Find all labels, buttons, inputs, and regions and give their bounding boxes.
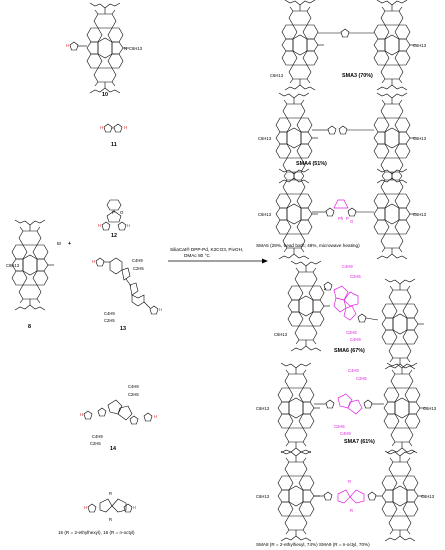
c4h9-sma6a: C4H9 (342, 264, 353, 269)
c6h13-sma8b: C6H13 (421, 494, 435, 499)
compound-15-16-label: 15 (R = 2-ethylhexyl), 16 (R = n-octyl) (58, 530, 135, 535)
o-atom-sma5: O (350, 219, 354, 224)
br-atom-8: Br (57, 241, 62, 246)
c2h5-13b: C2H5 (104, 318, 115, 323)
c4h9-14a: C4H9 (128, 384, 139, 389)
ph-atom-sma5: Ph (338, 216, 344, 221)
c6h13-sma4b: C6H13 (413, 136, 427, 141)
plus-sign: + (68, 241, 71, 247)
compound-11-structure (103, 123, 123, 133)
sma3-structure (281, 0, 417, 91)
conditions-line-2: DMAc 80 °C (184, 253, 210, 258)
c6h13-sma3a: C6H13 (270, 73, 284, 78)
c6h13-sma5b: C6H13 (413, 212, 427, 217)
h-atom-11a: H (100, 125, 103, 130)
h-atom-13b: H (159, 307, 162, 312)
h-atom-10: H (66, 43, 69, 48)
sma5-structure (275, 168, 417, 260)
r-atom-15b: R (109, 517, 112, 522)
c4h9-sma6b: C4H9 (350, 337, 361, 342)
h-atom-14b: H (154, 414, 157, 419)
compound-14-label: 14 (110, 446, 116, 452)
sma5-label: SMA5 (28%, bead bath; 49%, microwave hea… (256, 243, 360, 248)
c2h5-sma6b: C2H5 (346, 330, 357, 335)
h-atom-15a: H (84, 505, 87, 510)
h-atom-15b: H (133, 505, 136, 510)
compound-13-label: 13 (120, 326, 126, 332)
compound-8-label: 8 (28, 324, 31, 330)
h-atom-11b: H (124, 125, 127, 130)
c2h5-13a: C2H5 (133, 266, 144, 271)
c2h5-sma7a: C2H5 (356, 376, 367, 381)
sma6-structure (287, 260, 425, 370)
h-atom-13a: H (92, 259, 95, 264)
o-atom-12: O (120, 210, 124, 215)
c4h9-13a: C4H9 (132, 258, 143, 263)
reaction-arrow (168, 258, 268, 264)
sma4-structure (275, 92, 417, 184)
sma8-9-label: SMA8 (R = 2-ethylhexyl, 74%) SMA9 (R = n… (256, 542, 370, 547)
sma6-label: SMA6 (67%) (334, 348, 365, 354)
h-atom-12b: H (127, 223, 130, 228)
c6h13-sma3b: C6H13 (413, 43, 427, 48)
c6h13-8: C6H13 (6, 263, 20, 268)
sma7-structure (277, 362, 427, 454)
sma8-9-structure (277, 450, 425, 542)
r-atom-15a: R (109, 491, 112, 496)
c6h13-sma6a: C6H13 (274, 332, 288, 337)
h-atom-12a: H (98, 223, 101, 228)
compound-12-label: 12 (111, 233, 117, 239)
c6h13-sma4a: C6H13 (258, 136, 272, 141)
c4h9-sma7b: C4H9 (340, 431, 351, 436)
c6h13-sma8a: C6H13 (256, 494, 270, 499)
compound-10-label: 10 (102, 92, 108, 98)
p-atom-12: P (112, 210, 115, 215)
p-atom-sma5: P (346, 216, 349, 221)
sma7-label: SMA7 (61%) (344, 439, 375, 445)
c2h5-sma6a: C2H5 (350, 274, 361, 279)
compound-13-structure (95, 257, 159, 315)
n-atom-10: N (124, 46, 127, 51)
r-atom-sma8a: R (348, 479, 351, 484)
c6h13-sma7b: C6H13 (423, 406, 437, 411)
conditions-line-1: SiliaCat® DPP-Pd, K2CO3, PivOH, (170, 246, 243, 252)
compound-10-structure (69, 2, 130, 94)
c4h9-13b: C4H9 (104, 311, 115, 316)
c6h13-sma5a: C6H13 (258, 212, 272, 217)
c6h13-10: C6H13 (129, 46, 143, 51)
c2h5-sma7b: C2H5 (334, 424, 345, 429)
c2h5-14a: C2H5 (128, 392, 139, 397)
compound-11-label: 11 (111, 142, 117, 148)
sma3-label: SMA3 (70%) (342, 73, 373, 79)
c2h5-14b: C2H5 (90, 441, 101, 446)
compound-12-structure (101, 199, 127, 231)
compound-15-16-structure (87, 498, 133, 513)
c6h13-sma7a: C6H13 (256, 406, 270, 411)
c4h9-14b: C4H9 (92, 434, 103, 439)
h-atom-14a: H (80, 412, 83, 417)
compound-14-structure (83, 399, 153, 425)
c4h9-sma7a: C4H9 (348, 368, 359, 373)
r-atom-sma8b: R (350, 508, 353, 513)
sma4-label: SMA4 (51%) (296, 161, 327, 167)
